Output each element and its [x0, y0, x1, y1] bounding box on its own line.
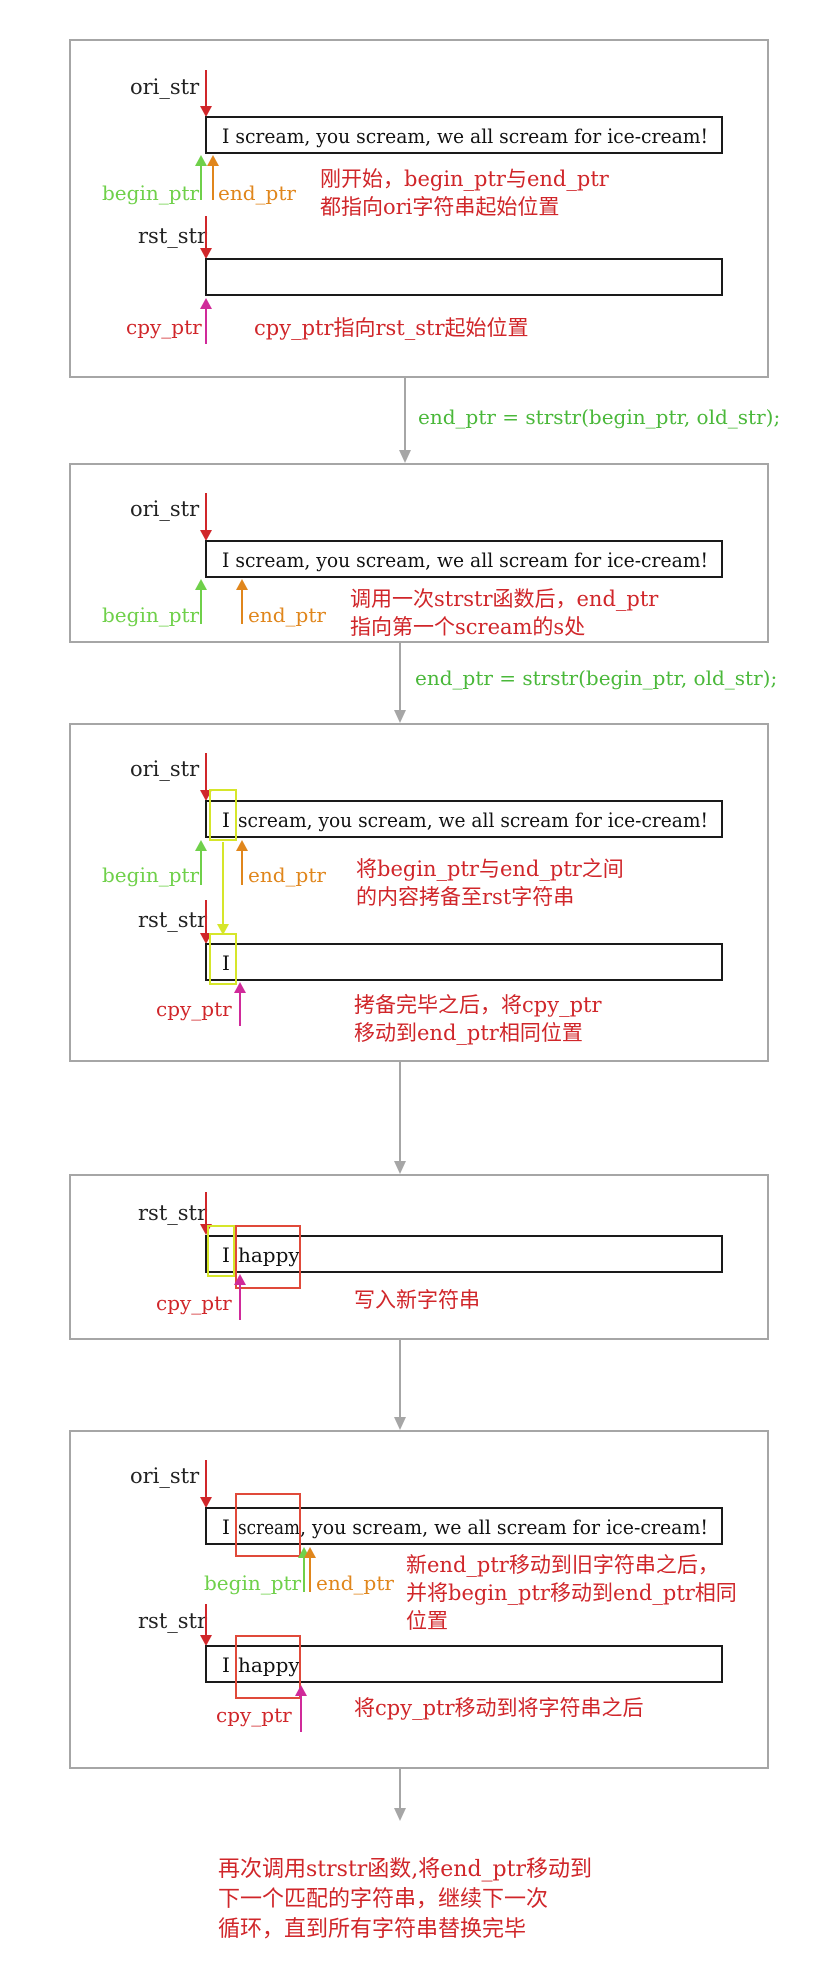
ori-str-pointer-arrowhead	[200, 106, 212, 117]
end-ptr-arrowhead	[304, 1547, 316, 1558]
begin-ptr-arrowhead	[195, 155, 207, 166]
rst-str-label: rst_str	[138, 1201, 208, 1225]
cpy-ptr-arrowhead	[295, 1685, 307, 1696]
cpy-ptr-label: cpy_ptr	[156, 997, 232, 1021]
rst-str-box	[205, 1645, 723, 1683]
matched-word-highlight	[235, 1493, 301, 1557]
panel-5-note-line-1: 新end_ptr移动到旧字符串之后，	[406, 1553, 719, 1577]
cpy-ptr-arrowhead	[200, 298, 212, 309]
begin-ptr-label: begin_ptr	[204, 1571, 302, 1595]
transition-2-label: end_ptr = strstr(begin_ptr, old_str);	[415, 666, 777, 690]
cpy-ptr-arrowhead	[234, 1274, 246, 1285]
transition-4-arrowhead	[394, 1417, 406, 1430]
panel-2	[69, 463, 769, 643]
cpy-ptr-label: cpy_ptr	[126, 315, 202, 339]
ori-str-pointer-arrowhead	[200, 530, 212, 541]
ori-str-box	[205, 540, 723, 578]
transition-1-arrowhead	[399, 450, 411, 463]
end-ptr-label: end_ptr	[248, 863, 326, 887]
new-string-highlight	[235, 1635, 301, 1699]
transition-3-arrowhead	[394, 1161, 406, 1174]
rst-str-box	[205, 258, 723, 296]
ori-str-box	[205, 116, 723, 154]
rst-str-label: rst_str	[138, 1609, 208, 1633]
panel-1-note-line-3: cpy_ptr指向rst_str起始位置	[254, 316, 529, 340]
ori-str-first-char: I	[222, 808, 230, 832]
transition-2-arrowhead	[394, 710, 406, 723]
rst-str-pointer-arrowhead	[200, 248, 212, 259]
rst-str-new-word: happy	[238, 1243, 300, 1267]
final-note-line-3: 循环，直到所有字符串替换完毕	[218, 1917, 526, 1942]
rst-str-box	[205, 943, 723, 981]
final-note-line-1: 再次调用strstr函数,将end_ptr移动到	[218, 1857, 592, 1882]
panel-5-note-line-3: 位置	[406, 1609, 448, 1633]
begin-ptr-arrowhead	[195, 579, 207, 590]
ori-str-label: ori_str	[130, 1464, 200, 1488]
end-ptr-arrowhead	[236, 840, 248, 851]
ori-str-label: ori_str	[130, 757, 200, 781]
cpy-ptr-arrowhead	[234, 982, 246, 993]
panel-1-note-line-1: 刚开始，begin_ptr与end_ptr	[320, 167, 610, 191]
begin-ptr-label: begin_ptr	[102, 181, 200, 205]
panel-1-note-line-2: 都指向ori字符串起始位置	[320, 195, 559, 219]
end-ptr-label: end_ptr	[248, 603, 326, 627]
copy-arrowhead	[217, 924, 229, 935]
ori-str-box	[205, 800, 723, 838]
begin-ptr-arrowhead	[195, 840, 207, 851]
ori-str-first-char: I	[222, 1515, 230, 1539]
transition-5-arrowhead	[394, 1808, 406, 1821]
begin-ptr-label: begin_ptr	[102, 603, 200, 627]
rst-str-first-char: I	[222, 1653, 230, 1677]
panel-3-note-line-4: 移动到end_ptr相同位置	[354, 1021, 583, 1045]
rst-str-box	[205, 1235, 723, 1273]
panel-3-note-line-2: 的内容拷备至rst字符串	[356, 885, 574, 909]
panel-5	[69, 1430, 769, 1769]
end-ptr-label: end_ptr	[218, 181, 296, 205]
ori-str-rest: scream, you scream, we all scream for ic…	[238, 808, 708, 832]
end-ptr-arrowhead	[207, 155, 219, 166]
rst-str-label: rst_str	[138, 908, 208, 932]
new-string-highlight	[235, 1225, 301, 1289]
ori-str-text: I scream, you scream, we all scream for …	[222, 124, 708, 148]
ori-str-label: ori_str	[130, 75, 200, 99]
cpy-ptr-label: cpy_ptr	[156, 1291, 232, 1315]
final-note-line-2: 下一个匹配的字符串，继续下一次	[218, 1887, 548, 1912]
panel-4	[69, 1174, 769, 1340]
ori-str-text: I scream, you scream, we all scream for …	[222, 548, 708, 572]
copied-segment-highlight	[207, 1225, 235, 1277]
end-ptr-label: end_ptr	[316, 1571, 394, 1595]
rst-str-pointer-arrowhead	[200, 1635, 212, 1646]
ori-str-tail: , you scream, we all scream for ice-crea…	[300, 1515, 708, 1539]
panel-4-note-line-1: 写入新字符串	[354, 1288, 480, 1312]
rst-str-first-char: I	[222, 951, 230, 975]
ori-str-pointer-arrowhead	[200, 1497, 212, 1508]
rst-str-label: rst_str	[138, 224, 208, 248]
panel-1	[69, 39, 769, 378]
ori-str-matched-word: scream	[238, 1515, 300, 1539]
rst-str-first-char: I	[222, 1243, 230, 1267]
panel-3-note-line-1: 将begin_ptr与end_ptr之间	[356, 857, 624, 881]
transition-1-label: end_ptr = strstr(begin_ptr, old_str);	[418, 405, 780, 429]
ori-str-box	[205, 1507, 723, 1545]
begin-ptr-label: begin_ptr	[102, 863, 200, 887]
panel-3-note-line-3: 拷备完毕之后，将cpy_ptr	[354, 993, 602, 1017]
rst-str-new-word: happy	[238, 1653, 300, 1677]
panel-2-note-line-2: 指向第一个scream的s处	[350, 615, 585, 639]
copied-segment-highlight	[209, 789, 237, 841]
ori-str-label: ori_str	[130, 497, 200, 521]
end-ptr-arrowhead	[236, 579, 248, 590]
panel-2-note-line-1: 调用一次strstr函数后，end_ptr	[350, 587, 659, 611]
cpy-ptr-label: cpy_ptr	[216, 1703, 292, 1727]
panel-5-note-line-4: 将cpy_ptr移动到将字符串之后	[354, 1696, 644, 1720]
panel-3	[69, 723, 769, 1062]
copied-segment-highlight	[209, 933, 237, 985]
panel-5-note-line-2: 并将begin_ptr移动到end_ptr相同	[406, 1581, 737, 1605]
